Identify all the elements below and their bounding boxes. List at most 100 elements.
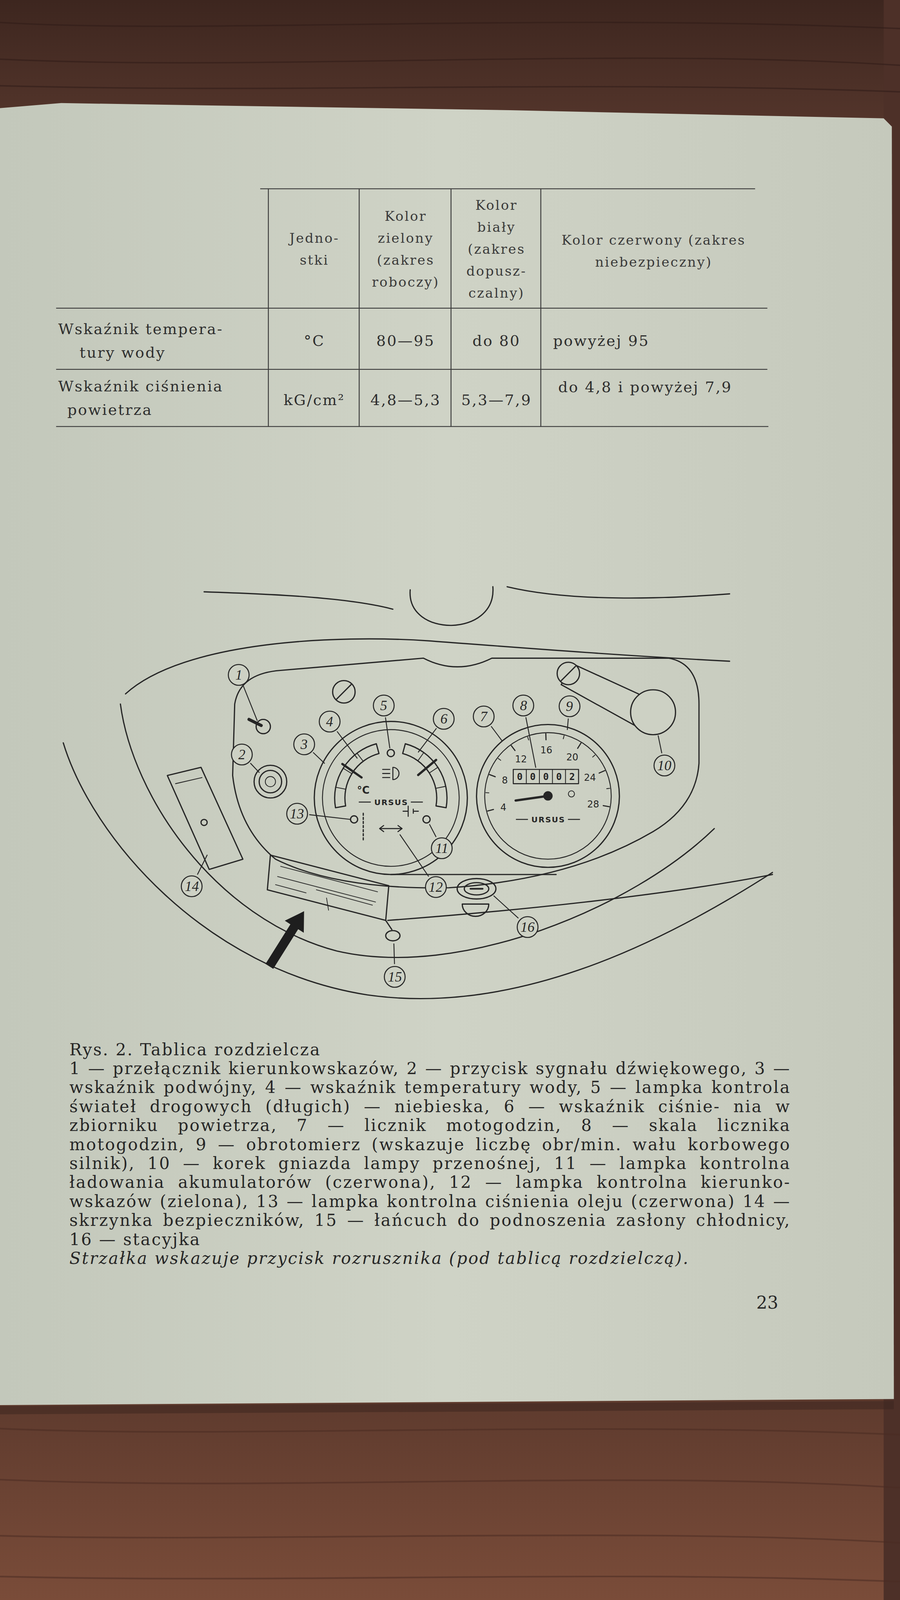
pressure-scale <box>402 743 447 808</box>
callout-text-box: 2 <box>230 746 253 762</box>
callout-number: 14 <box>180 878 203 894</box>
callout: 9 <box>558 694 581 717</box>
table-cell: 80—95 <box>376 328 436 353</box>
switch-lever <box>248 718 262 726</box>
screw-slot <box>336 684 351 699</box>
callout-text-box: 6 <box>432 711 455 726</box>
table-header: Kolor zielony (zakres roboczy) <box>362 205 449 293</box>
ignition-switch <box>457 878 496 899</box>
callout: 8 <box>512 694 535 717</box>
callout-text-box: 10 <box>653 757 676 773</box>
screw-slot <box>561 665 576 681</box>
callout-text-box: 7 <box>472 708 495 724</box>
table-cell: 5,3—7,9 <box>461 388 532 412</box>
callout: 13 <box>286 802 309 825</box>
callout-number: 3 <box>293 736 316 752</box>
hour-counter-reading: 00002 <box>517 771 583 783</box>
table-rule <box>56 425 769 427</box>
callout-number: 1 <box>227 667 250 683</box>
callout-number: 4 <box>318 713 341 729</box>
panel-screw <box>332 680 356 703</box>
table-header: Kolor biały (zakres dopusz- czalny) <box>453 194 540 304</box>
callout-text-box: 16 <box>516 919 539 935</box>
callout: 12 <box>424 875 447 898</box>
cowl-line <box>125 638 730 694</box>
gauge-brand: URSUS <box>531 814 566 824</box>
horn-button <box>259 770 282 793</box>
callout-text-box: 4 <box>318 713 341 729</box>
callout-text-box: 15 <box>383 968 406 984</box>
panel-screw <box>557 662 580 685</box>
table-header: Kolor czerwony (zakres niebezpieczny) <box>548 228 759 273</box>
headlight-symbol <box>382 767 400 780</box>
figure-legend: 1 — przełącznik kierunkowskazów, 2 — prz… <box>69 1058 791 1249</box>
callout-text-box: 1 <box>227 667 250 683</box>
callout-number: 13 <box>286 805 309 821</box>
indicator-symbol <box>379 825 402 832</box>
fuse-box-screw <box>201 818 208 826</box>
fuse-box-edge <box>175 777 203 784</box>
table-cell: °C <box>303 328 325 353</box>
scale-number: 4 <box>500 801 507 813</box>
oil-lamp <box>350 815 358 823</box>
scale-number: 28 <box>587 798 600 810</box>
callout: 15 <box>383 965 406 988</box>
table-cell: kG/cm² <box>283 388 346 412</box>
table-cell: powyżej 95 <box>553 328 650 353</box>
gauge-face <box>322 729 460 866</box>
hood-line <box>204 591 394 609</box>
tachometer-ticks <box>485 735 610 793</box>
callout: 5 <box>372 694 395 717</box>
name-plate <box>267 854 389 921</box>
charge-lamp <box>422 815 431 823</box>
panel-line <box>390 873 557 875</box>
leader-lines <box>197 685 662 964</box>
chain-ring <box>385 930 400 941</box>
callout-number: 8 <box>512 697 535 713</box>
page-number: 23 <box>756 1291 779 1313</box>
table-rule <box>56 368 768 370</box>
instrument-panel <box>232 657 700 888</box>
table-header: Jedno- stki <box>272 226 356 271</box>
ignition-knob <box>462 903 489 916</box>
callout-number: 5 <box>372 697 395 713</box>
callout: 1 <box>227 663 250 686</box>
callout-number: 9 <box>558 698 581 714</box>
cowl-line <box>63 742 773 998</box>
gauge-unit: °C <box>357 783 370 796</box>
callout: 4 <box>318 710 341 733</box>
gauge-face <box>484 732 612 859</box>
table-row-head: Wskaźnik ciśnienia powietrza <box>58 374 263 422</box>
callout-number: 12 <box>424 879 447 895</box>
tachometer-ticks <box>487 733 610 811</box>
callout-number: 10 <box>653 757 676 773</box>
starter-arrow <box>265 910 304 969</box>
callout: 14 <box>180 874 203 897</box>
callout-text-box: 8 <box>512 697 535 713</box>
callout: 3 <box>293 733 316 755</box>
gauge-brand: URSUS <box>374 797 409 807</box>
callout-number: 2 <box>230 746 253 762</box>
gauge-needle <box>342 763 362 777</box>
callout-number: 15 <box>383 968 406 984</box>
callout: 10 <box>653 754 676 777</box>
callout-text-box: 11 <box>430 840 453 856</box>
callout-text-box: 5 <box>372 697 395 713</box>
callout: 6 <box>432 707 455 730</box>
figure-note: Strzałka wskazuje przycisk rozrusznika (… <box>69 1248 791 1268</box>
scale-number: 8 <box>501 774 508 786</box>
scale-ticks <box>335 752 446 789</box>
callout-text-box: 9 <box>558 698 581 714</box>
turn-switch <box>255 718 271 734</box>
hood-line <box>507 586 730 598</box>
cowl-line <box>120 703 715 957</box>
callout-text-box: 3 <box>293 736 316 752</box>
wood-grain <box>0 1428 900 1581</box>
battery-symbol <box>402 805 419 817</box>
key-slot <box>470 887 483 890</box>
figure-caption: Rys. 2. Tablica rozdzielcza <box>69 1039 791 1059</box>
gauge-rim <box>476 723 620 867</box>
